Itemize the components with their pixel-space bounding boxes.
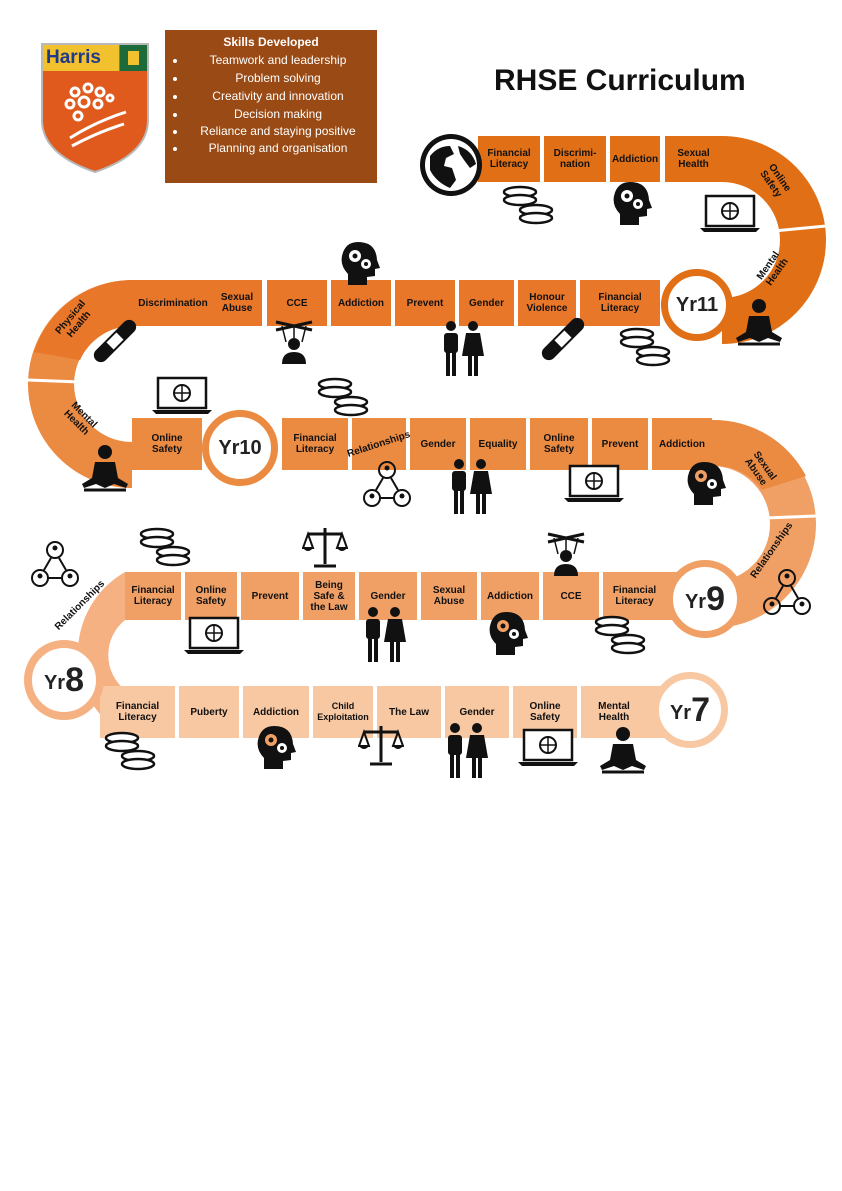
couple-icon [366,607,406,662]
year-prefix: Yr [43,672,66,694]
globe-icon [420,134,482,196]
bend-top-right [722,136,826,344]
skill-item: Creativity and innovation [187,87,369,105]
tile-puberty: Puberty [179,686,239,738]
skills-heading: Skills Developed [223,35,319,49]
coin-stack-icon [594,615,646,655]
year-prefix: Yr [684,591,707,613]
tile-top-sexual-health: Sexual Health [665,136,722,182]
skill-item: Teamwork and leadership [187,51,369,69]
tile-top-discrimination: Discrimi-nation [544,136,606,182]
year-circle-yr11: Yr11 [661,269,733,341]
tile-top-financial-literacy: Financial Literacy [478,136,540,182]
tile-financial-literacy-yr11: Financial Literacy [580,280,660,326]
year-circle-yr10: Yr10 [202,410,278,486]
tile-discrimination: Discrimination [132,280,214,326]
skill-item: Planning and organisation [187,139,369,157]
head-gears-icon [341,242,380,285]
puppet-icon [275,320,313,364]
scales-icon [358,726,404,766]
skills-box: Skills Developed Teamwork and leadership… [165,30,377,183]
laptop-globe-icon [152,376,212,414]
year-number: 8 [65,661,85,699]
relationship-network-icon [31,541,79,587]
year-prefix: Yr [669,702,692,724]
coin-stack-icon [104,731,156,771]
tile-the-law: The Law [377,686,441,738]
laptop-globe-icon [518,728,578,766]
relationship-network-icon [363,461,411,507]
tile-addiction-yr8: Addiction [481,572,539,620]
year-number: 9 [706,580,726,618]
tile-financial-literacy-yr7: Financial Literacy [100,686,175,738]
relationship-network-icon [763,569,811,615]
skill-item: Problem solving [187,69,369,87]
head-gears-icon [687,462,726,505]
head-gears-icon [257,726,296,769]
tile-financial-literacy-yr10: Financial Literacy [282,418,348,470]
head-gears-icon [489,612,528,655]
logo-text: Harris [46,47,101,68]
tile-top-addiction: Addiction [610,136,660,182]
year-label: Yr10 [218,436,262,459]
coin-stack-icon [619,327,671,367]
tile-prevent-yr11: Prevent [395,280,455,326]
tile-gender-yr11: Gender [459,280,514,326]
tile-online-safety-yr10: Online Safety [132,418,202,470]
tile-addiction-yr10: Addiction [652,418,712,470]
scales-icon [302,528,348,568]
tile-financial-literacy-yr8: Financial Literacy [125,572,181,620]
skill-item: Reliance and staying positive [187,123,369,139]
tile-online-safety-yr8: Online Safety [185,572,237,620]
skill-item: Decision making [187,105,369,123]
tile-sexual-abuse: Sexual Abuse [212,280,262,326]
tile-label: Relationships [346,428,412,460]
plaster-icon [541,317,585,361]
laptop-globe-icon [564,464,624,502]
couple-icon [452,459,492,514]
tile-prevent-yr10: Prevent [592,418,648,470]
year-number: 7 [691,691,711,729]
meditation-icon [736,299,782,346]
tile-honour-violence: Honour Violence [518,280,576,326]
tile-prevent-yr8: Prevent [241,572,299,620]
tile-being-safe-law: Being Safe & the Law [303,572,355,620]
laptop-globe-icon [184,616,244,654]
year-label: Yr11 [675,293,719,316]
coin-stack-icon [317,377,369,417]
couple-icon [448,723,488,778]
plaster-icon [93,319,137,363]
tile-relationships-yr10: Relationships [346,418,412,470]
head-gears-icon [613,182,652,225]
tile-mental-health-yr7: Mental Health [581,686,647,738]
tile-cce-yr8: CCE [543,572,599,620]
laptop-globe-icon [700,194,760,232]
meditation-icon [82,445,128,492]
puppet-icon [547,532,585,576]
tile-online-safety-yr10b: Online Safety [530,418,588,470]
tile-child-exploitation: Child Exploitation [313,686,373,738]
meditation-icon [600,727,646,774]
couple-icon [444,321,484,376]
tile-cce-yr11: CCE [267,280,327,326]
coin-stack-icon [139,527,191,567]
harris-logo [41,43,149,174]
tile-sexual-abuse-yr8: Sexual Abuse [421,572,477,620]
page-title: RHSE Curriculum [494,64,746,97]
coin-stack-icon [502,185,554,225]
tile-addiction-yr11: Addiction [331,280,391,326]
